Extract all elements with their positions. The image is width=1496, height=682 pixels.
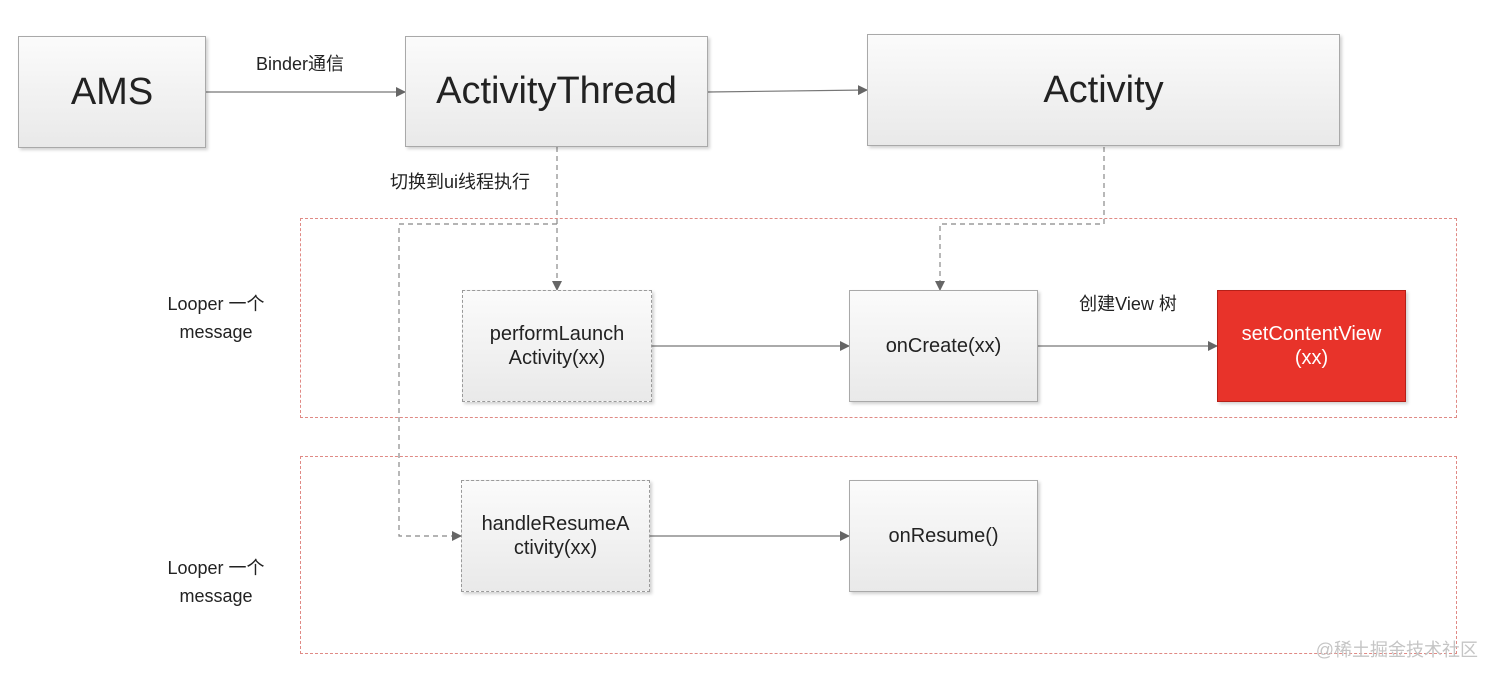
binder-edge-label: Binder通信: [255, 54, 345, 74]
activitythread-node: ActivityThread: [405, 36, 708, 147]
oncreate-node: onCreate(xx): [849, 290, 1038, 402]
setcontentview-node: setContentView (xx): [1217, 290, 1406, 402]
oncreate-label: onCreate(xx): [885, 335, 1002, 357]
arrow-activity-to-oncreate: [935, 147, 1105, 291]
switch-thread-edge-label: 切换到ui线程执行: [389, 172, 530, 192]
setcontentview-label: setContentView (xx): [1241, 323, 1382, 369]
watermark: @稀土掘金技术社区: [1315, 640, 1478, 660]
ams-node: AMS: [18, 36, 206, 148]
handleresume-label: handleResumeA ctivity(xx): [481, 513, 630, 559]
looper-group-2-label: Looper 一个 message: [167, 558, 265, 606]
create-view-tree-edge-label: 创建View 树: [1079, 294, 1177, 314]
activitythread-label: ActivityThread: [436, 70, 677, 112]
activity-label: Activity: [1043, 68, 1164, 111]
arrow-activitythread-to-activity: [707, 85, 868, 96]
looper-group-1-label: Looper 一个 message: [167, 294, 265, 342]
performlaunch-label: performLaunch Activity(xx): [489, 323, 625, 369]
performlaunch-node: performLaunch Activity(xx): [462, 290, 652, 402]
ams-label: AMS: [70, 70, 154, 113]
looper-group-1: [300, 218, 1457, 418]
handleresume-node: handleResumeA ctivity(xx): [461, 480, 650, 592]
looper-group-2: [300, 456, 1457, 654]
activity-node: Activity: [867, 34, 1340, 146]
onresume-label: onResume(): [888, 525, 999, 547]
onresume-node: onResume(): [849, 480, 1038, 592]
